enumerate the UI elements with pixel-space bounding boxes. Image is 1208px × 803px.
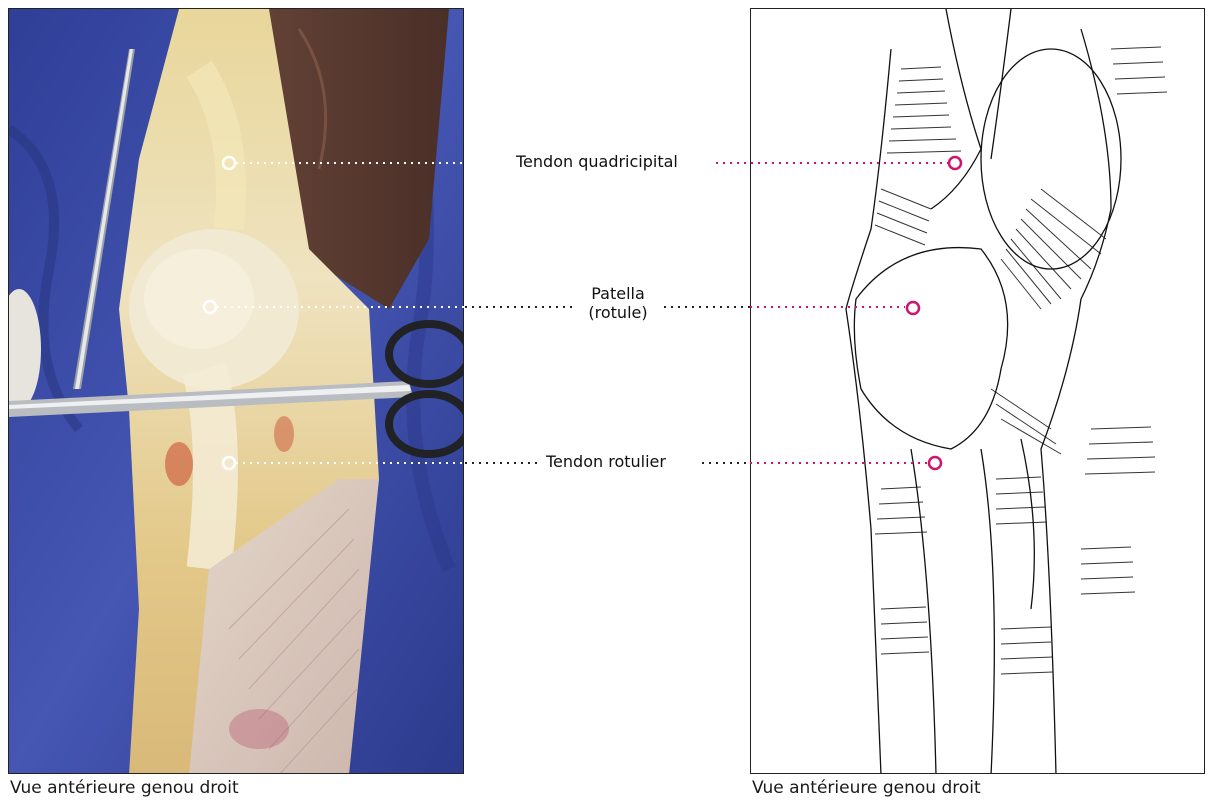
label-patella: Patella (rotule) [578, 284, 658, 322]
label-patella-line1: Patella [578, 284, 658, 303]
dissection-photo [8, 8, 464, 774]
knee-line-drawing [750, 8, 1205, 774]
label-quadriceps-tendon: Tendon quadricipital [516, 152, 678, 171]
dissection-photo-art [9, 9, 464, 774]
caption-drawing: Vue antérieure genou droit [752, 778, 981, 798]
label-patellar-tendon: Tendon rotulier [546, 452, 666, 471]
label-patella-line2: (rotule) [578, 303, 658, 322]
knee-sketch-art [751, 9, 1205, 774]
caption-photo: Vue antérieure genou droit [10, 778, 239, 798]
